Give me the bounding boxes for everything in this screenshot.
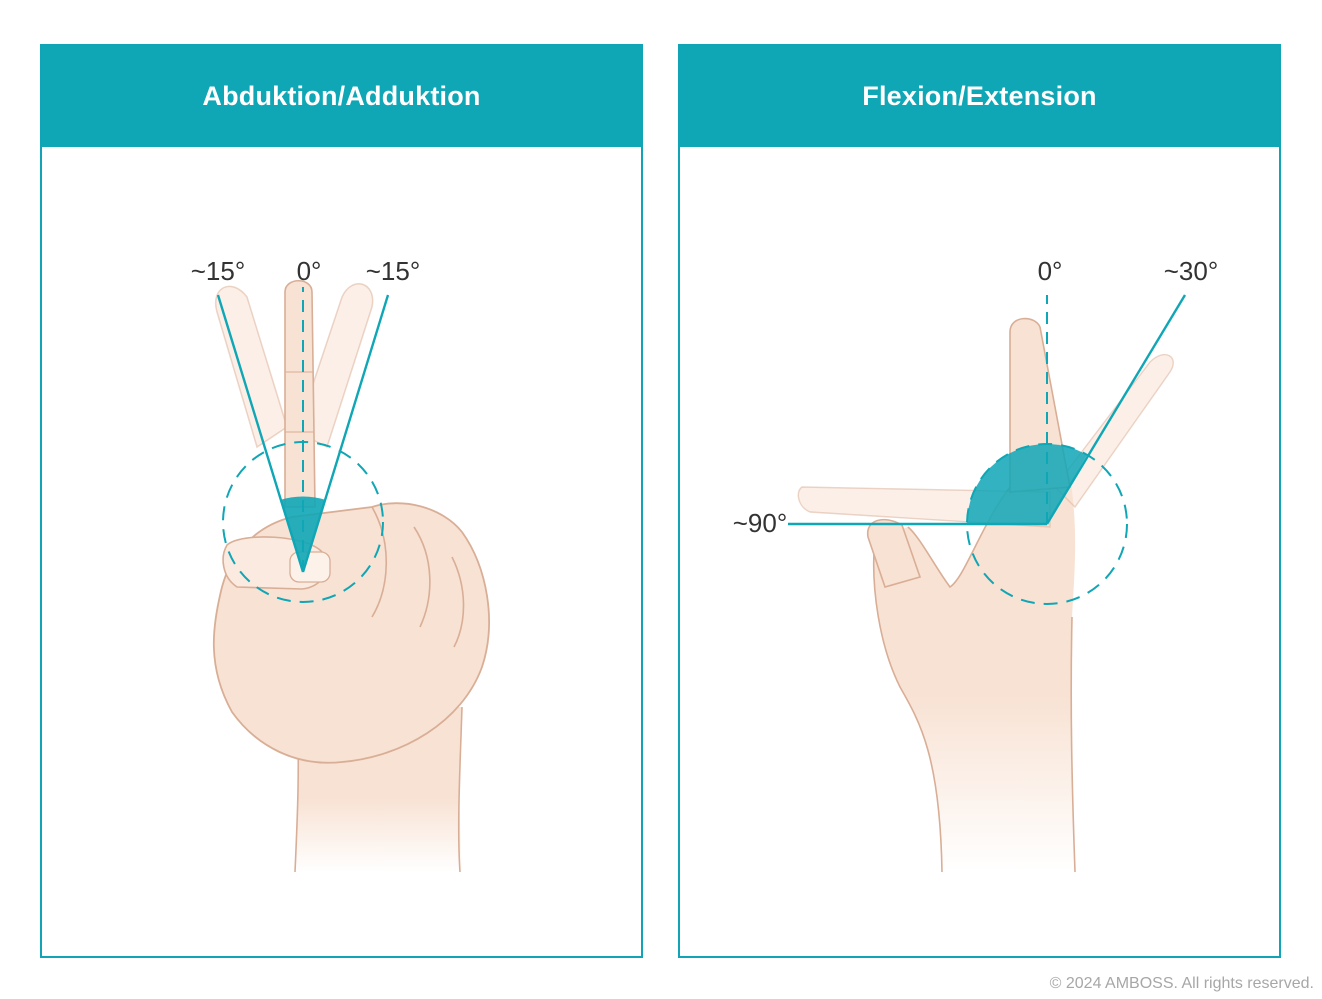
angle-label-neutral: 0° [1038,256,1063,286]
copyright-notice: © 2024 AMBOSS. All rights reserved. [1049,975,1314,992]
extension-sector [1047,444,1087,524]
angle-label-center: 0° [297,256,322,286]
flexion-illustration: ~90° 0° ~30° [733,256,1219,873]
flexion-sector [967,444,1047,524]
angle-label-flexion: ~90° [733,508,788,538]
abduction-line-right [301,294,390,573]
panel-flexion-extension: Flexion/Extension ~90° 0° ~30° [678,44,1281,958]
thumb [867,518,922,588]
angle-sector [280,496,326,572]
middle-finger [284,279,316,508]
panel-title: Flexion/Extension [680,46,1279,147]
hand-side [873,477,1076,872]
angle-label-right: ~15° [366,256,421,286]
abduction-illustration: ~15° 0° ~15° [191,256,490,873]
angle-label-extension: ~30° [1164,256,1219,286]
finger-creases [285,371,314,433]
abduction-line-left [216,294,305,573]
ghost-fingers-extended [1054,353,1174,509]
extension-line [1045,294,1187,525]
panel-title: Abduktion/Adduktion [42,46,641,147]
knuckle-lines [371,506,465,648]
angle-label-left: ~15° [191,256,246,286]
ghost-finger-right [296,283,374,449]
panel-abduction-adduction: Abduktion/Adduktion ~15° 0° [40,44,643,958]
ghost-finger-left [214,285,288,449]
thumbnail [289,551,331,583]
